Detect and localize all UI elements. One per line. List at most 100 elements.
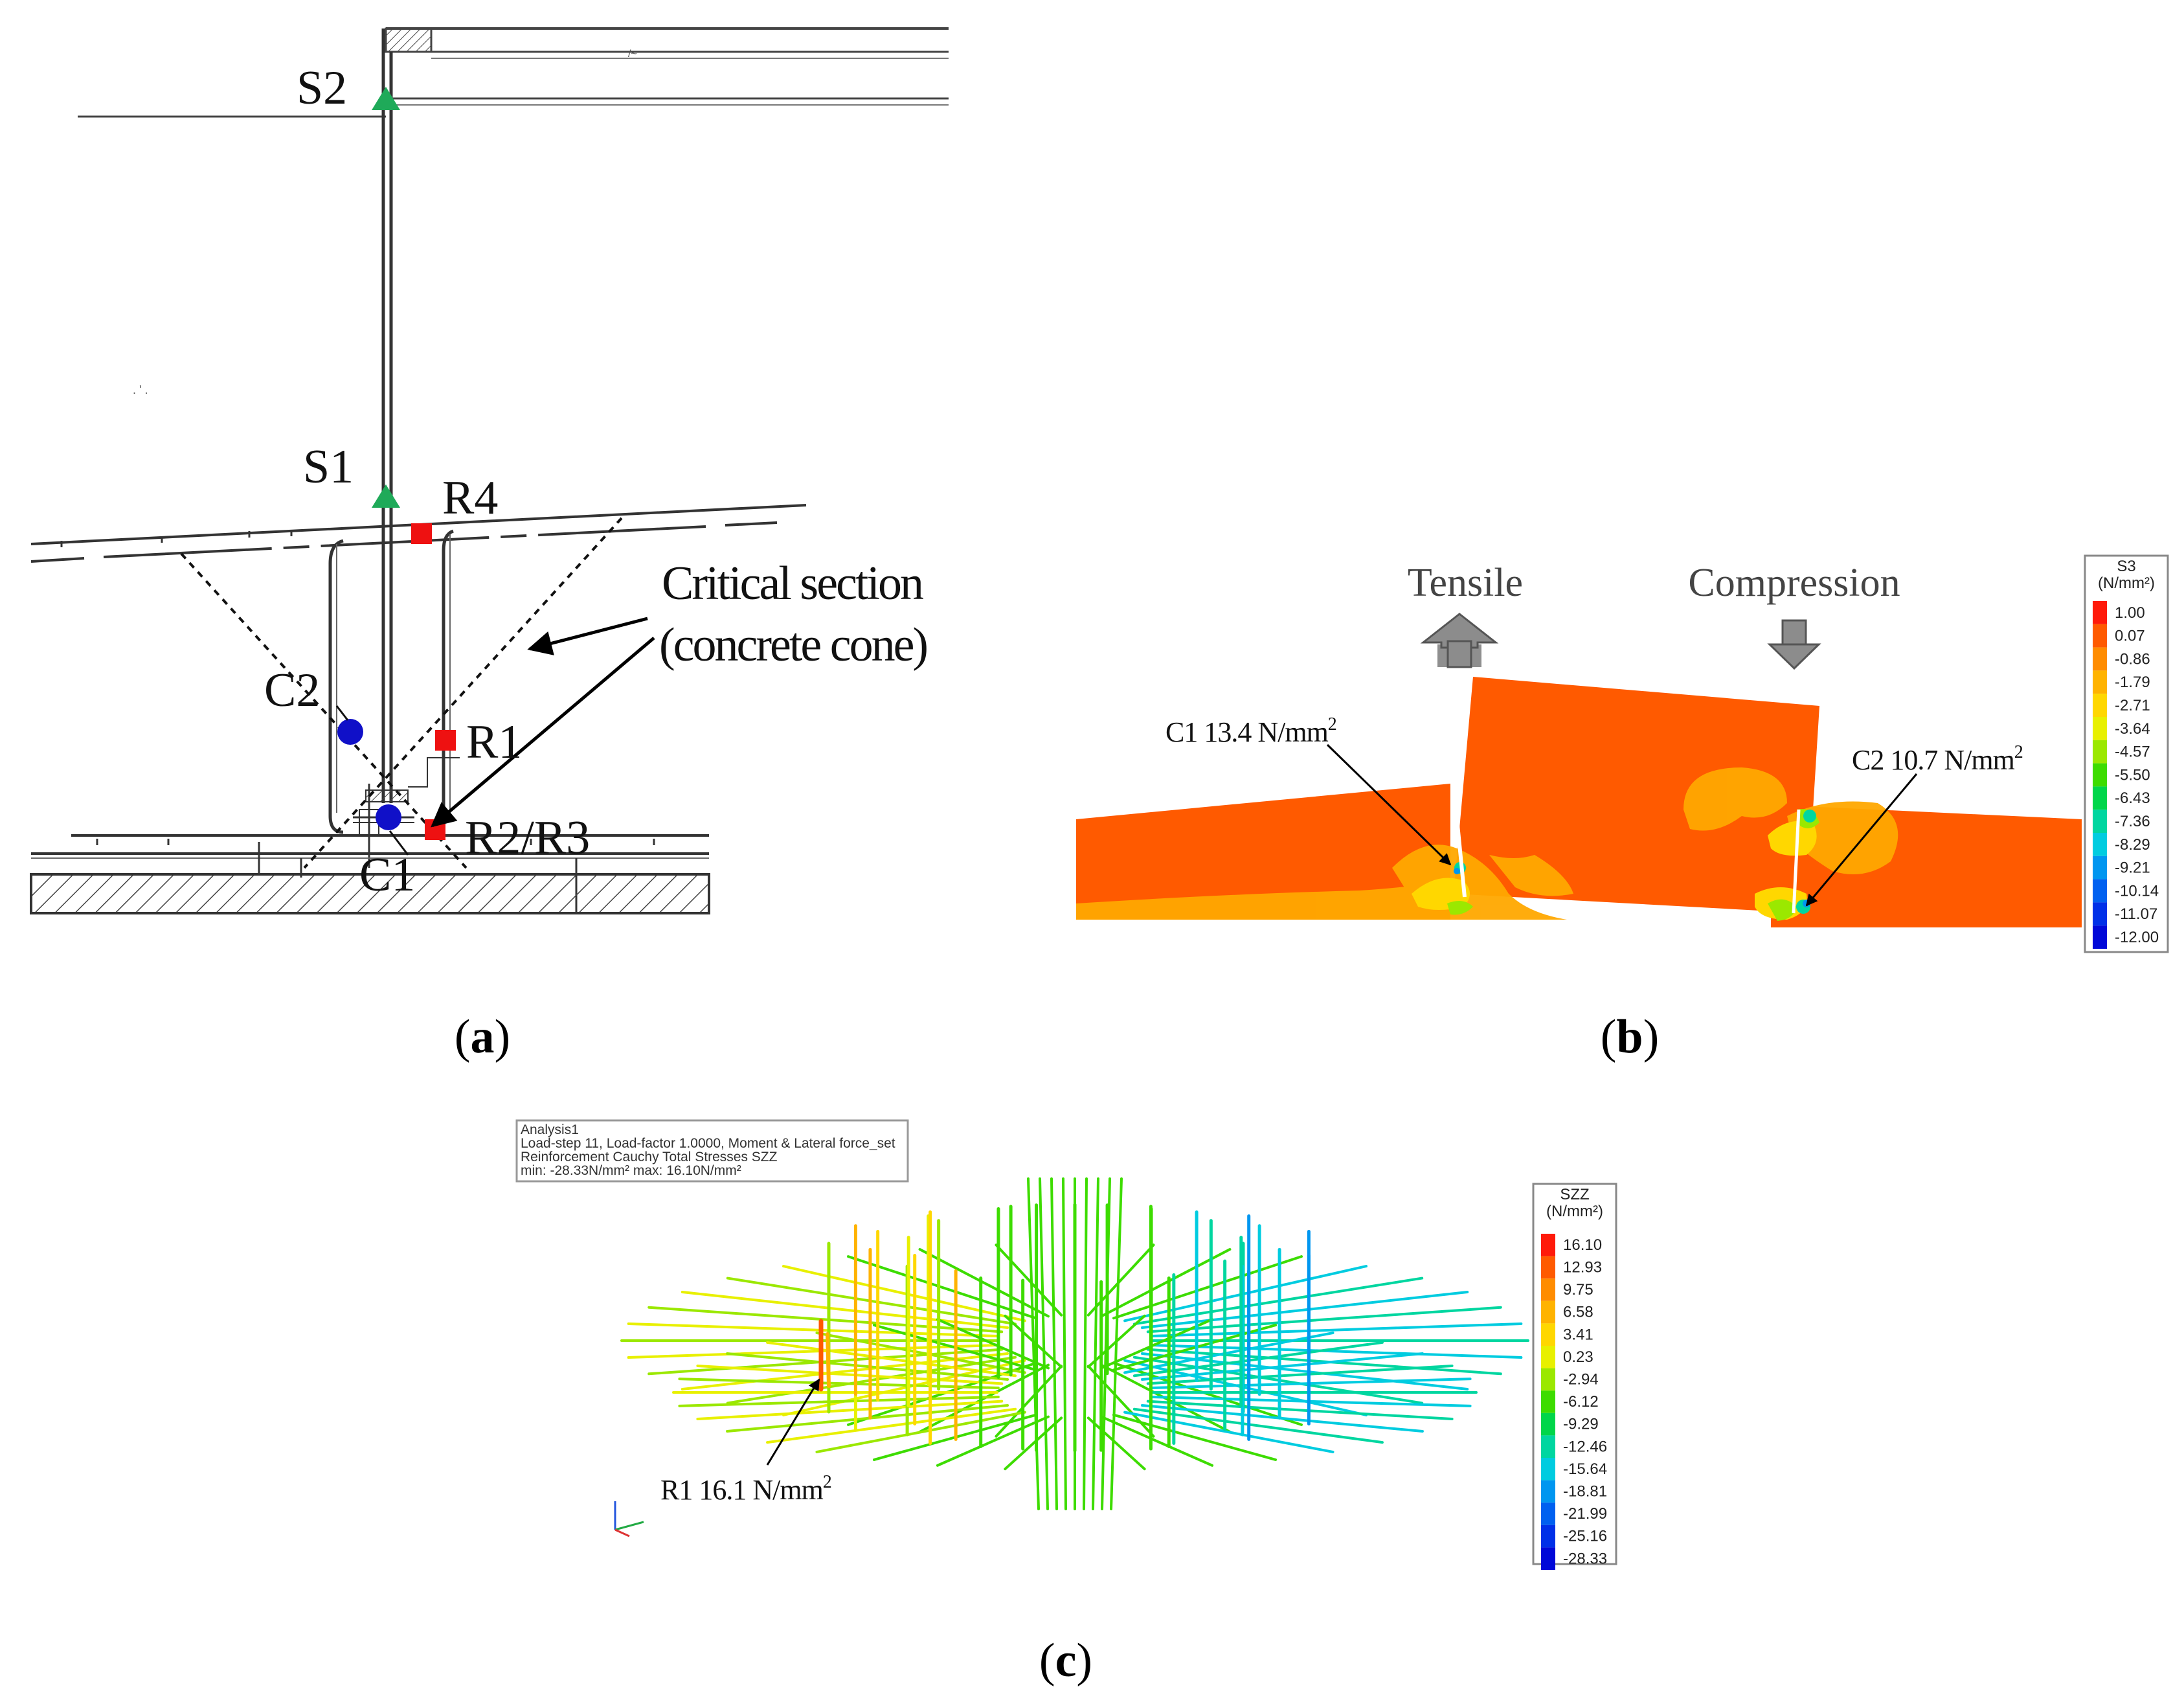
label-c1: C1 — [359, 848, 415, 902]
legend-s3-swatch — [2093, 763, 2107, 787]
s2-marker — [372, 87, 400, 110]
rebar-segment — [1092, 1177, 1099, 1510]
svg-text:/~: /~ — [628, 49, 637, 60]
legend-s3-swatch — [2093, 856, 2107, 879]
legend-s3-swatch — [2093, 624, 2107, 648]
legend-szz-swatch — [1541, 1300, 1555, 1324]
legend-s3-value: -10.14 — [2115, 882, 2159, 900]
rebar-segment — [766, 1407, 1017, 1444]
legend-s3-value: -1.79 — [2115, 674, 2150, 691]
legend-szz-value: -21.99 — [1563, 1505, 1607, 1523]
legend-szz-swatch — [1541, 1256, 1555, 1279]
legend-szz-swatch — [1541, 1435, 1555, 1458]
legend-s3: S3 (N/mm²) 1.000.07-0.86-1.79-2.71-3.64-… — [2084, 554, 2169, 953]
legend-s3-swatch — [2093, 670, 2107, 694]
rebar-segment — [815, 1332, 1026, 1374]
legend-s3-value: -5.50 — [2115, 766, 2150, 784]
caption-b: (b) — [1601, 1010, 1659, 1063]
rebar-segment — [815, 1411, 1026, 1453]
left-slab-shape — [1076, 784, 1450, 920]
tensile-label: Tensile — [1408, 561, 1523, 605]
caption-c: (c) — [1039, 1634, 1092, 1687]
legend-s3-swatch — [2093, 717, 2107, 740]
s1-marker — [372, 484, 400, 508]
legend-szz-value: 9.75 — [1563, 1281, 1593, 1299]
rebar-segment — [1123, 1332, 1334, 1374]
label-s1: S1 — [303, 440, 354, 494]
r1-marker — [435, 730, 456, 751]
rebar-segment — [936, 1415, 1050, 1467]
legend-szz-value: 3.41 — [1563, 1326, 1593, 1343]
column-block-shape — [1454, 677, 1819, 913]
rebar-segment — [1112, 1255, 1303, 1320]
legend-s3-value: -4.57 — [2115, 743, 2150, 761]
rebar-segment — [726, 1404, 1009, 1433]
legend-s3-swatch — [2093, 925, 2107, 949]
annotation-c2: C2 10.7 N/mm2 — [1852, 742, 2023, 776]
critical-arrow-lower — [431, 637, 655, 828]
anchor-bar-right — [442, 529, 454, 823]
rebar-segment — [1110, 1177, 1123, 1510]
rebar-segment — [696, 1364, 1004, 1385]
legend-szz-value: -18.81 — [1563, 1483, 1607, 1501]
annotation-c1-arrow — [1326, 743, 1452, 866]
label-s2: S2 — [297, 62, 347, 115]
foundation-hatch — [30, 873, 710, 914]
label-c2: C2 — [264, 664, 320, 717]
rebar-segment — [1140, 1404, 1424, 1433]
legend-s3-swatch — [2093, 810, 2107, 833]
legend-szz-swatch — [1541, 1323, 1555, 1346]
legend-s3-value: -7.36 — [2115, 813, 2150, 830]
rebar-segment — [1150, 1378, 1472, 1390]
label-r2r3: R2/R3 — [465, 811, 590, 865]
rebar-segment — [1132, 1407, 1384, 1444]
legend-szz-swatch — [1541, 1525, 1555, 1548]
legend-s3-value: 0.07 — [2115, 628, 2145, 645]
rebar-segment — [995, 1243, 1063, 1317]
label-r4: R4 — [442, 471, 498, 525]
info-line-3: Reinforcement Cauchy Total Stresses SZZ — [521, 1150, 778, 1164]
legend-szz-value: -28.33 — [1563, 1550, 1607, 1567]
info-line-2: Load-step 11, Load-factor 1.0000, Moment… — [521, 1136, 895, 1151]
legend-szz: SZZ (N/mm²) 16.1012.939.756.583.410.23-2… — [1532, 1183, 1617, 1570]
rebar-segment — [782, 1359, 1026, 1416]
critical-arrow-upper — [527, 617, 648, 655]
info-line-1: Analysis1 — [521, 1122, 579, 1137]
annotation-c1: C1 13.4 N/mm2 — [1165, 714, 1336, 748]
rebar-segment — [1146, 1400, 1454, 1421]
legend-szz-value: -25.16 — [1563, 1528, 1607, 1545]
rebar-segment — [678, 1395, 1000, 1407]
rebar-segment — [1100, 1415, 1214, 1467]
rebar-segment — [1150, 1395, 1472, 1407]
rebar-segment — [1083, 1177, 1088, 1510]
legend-szz-value: 0.23 — [1563, 1348, 1593, 1366]
legend-s3-swatch — [2093, 879, 2107, 903]
panel-b-contour — [1076, 677, 2082, 927]
critical-section-line2: (concrete cone) — [659, 618, 927, 672]
legend-s3-swatch — [2093, 833, 2107, 856]
legend-szz-value: -15.64 — [1563, 1460, 1607, 1478]
legend-s3-value: -9.21 — [2115, 859, 2150, 877]
annotation-r1-arrow — [766, 1378, 820, 1466]
panel-a-drawing: . ' . /~ — [30, 27, 949, 914]
compression-arrow — [1767, 619, 1821, 670]
legend-szz-swatch — [1541, 1547, 1555, 1570]
rebar-segment — [1100, 1318, 1214, 1370]
legend-szz-value: 16.10 — [1563, 1236, 1602, 1254]
rebar-segment — [1140, 1352, 1424, 1381]
legend-s3-value: -12.00 — [2115, 929, 2159, 946]
legend-s3-value: -6.43 — [2115, 789, 2150, 807]
legend-szz-value: 12.93 — [1563, 1259, 1602, 1276]
legend-szz-swatch — [1541, 1458, 1555, 1481]
rebar-segment — [1027, 1177, 1040, 1510]
legend-s3-value: -11.07 — [2115, 905, 2157, 923]
annotation-c2-arrow — [1805, 773, 1918, 907]
legend-szz-value: -6.12 — [1563, 1393, 1599, 1411]
rebar-segment — [627, 1343, 1000, 1359]
rebar-segment — [782, 1265, 1026, 1322]
legend-szz-swatch — [1541, 1368, 1555, 1391]
panel-a-markers — [335, 87, 456, 856]
caption-a: (a) — [455, 1010, 510, 1063]
legend-szz-title: SZZ — [1560, 1186, 1589, 1203]
